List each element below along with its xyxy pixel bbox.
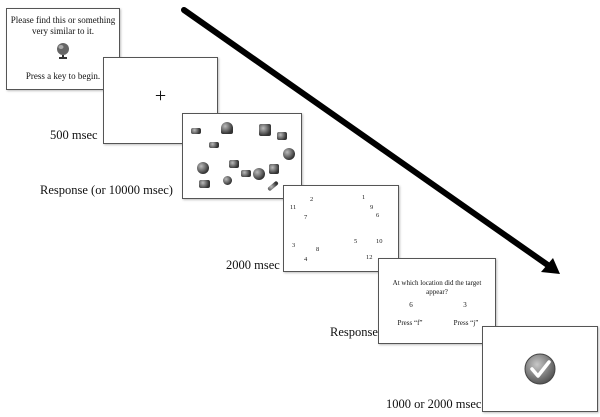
instruction-line-2: very similar to it.: [32, 26, 94, 36]
knife-icon: [267, 180, 279, 192]
cube-icon: [259, 124, 271, 136]
location-number: 12: [366, 254, 373, 261]
question-line-2: appear?: [426, 288, 448, 296]
whistle-icon: [223, 176, 232, 185]
location-number: 3: [292, 242, 296, 249]
apple-icon: [197, 162, 209, 174]
timing-label-5: 1000 or 2000 msec: [386, 397, 482, 411]
checkmark-icon: [524, 353, 556, 385]
timing-label-3: 2000 msec: [226, 258, 280, 272]
option-left-key: Press “f”: [397, 319, 423, 327]
stamp-icon: [277, 132, 287, 140]
location-number: 4: [304, 256, 308, 263]
shoe-icon: [199, 180, 210, 188]
location-number: 10: [376, 238, 383, 245]
timing-label-2: Response (or 10000 msec): [40, 183, 173, 197]
headphones-icon: [221, 122, 233, 134]
search-panel: [182, 113, 302, 199]
instruction-line-1: Please find this or something: [10, 15, 116, 25]
fixation-cross: +: [154, 85, 167, 107]
instruction-line-3: Press a key to begin.: [25, 71, 101, 81]
question-panel: At which location did the target appear?…: [378, 258, 496, 344]
plant-icon: [283, 148, 295, 160]
option-right-key: Press “j”: [453, 319, 479, 327]
pepper-icon: [253, 168, 265, 180]
timing-label-4: Response: [330, 325, 378, 339]
purse-icon: [229, 160, 239, 168]
option-right-number: 3: [463, 301, 467, 309]
location-number: 1: [362, 194, 366, 201]
location-panel: 1 2 3 4 5 6 7 8 9 10 11 12: [283, 185, 399, 272]
feedback-panel: [482, 326, 598, 412]
book-icon: [269, 164, 279, 174]
location-number: 6: [376, 212, 380, 219]
location-number: 9: [370, 204, 374, 211]
location-number: 5: [354, 238, 358, 245]
globe-icon: [57, 43, 69, 59]
option-left-number: 6: [409, 301, 413, 309]
instruction-panel: Please find this or something very simil…: [6, 8, 120, 90]
timing-label-1: 500 msec: [50, 128, 98, 142]
gun-icon: [191, 128, 201, 134]
location-number: 7: [304, 214, 308, 221]
letter-icon: [241, 170, 251, 177]
question-line-1: At which location did the target: [392, 279, 482, 287]
location-number: 8: [316, 246, 320, 253]
location-number: 11: [290, 204, 297, 211]
wrench-icon: [209, 142, 219, 148]
location-number: 2: [310, 196, 314, 203]
